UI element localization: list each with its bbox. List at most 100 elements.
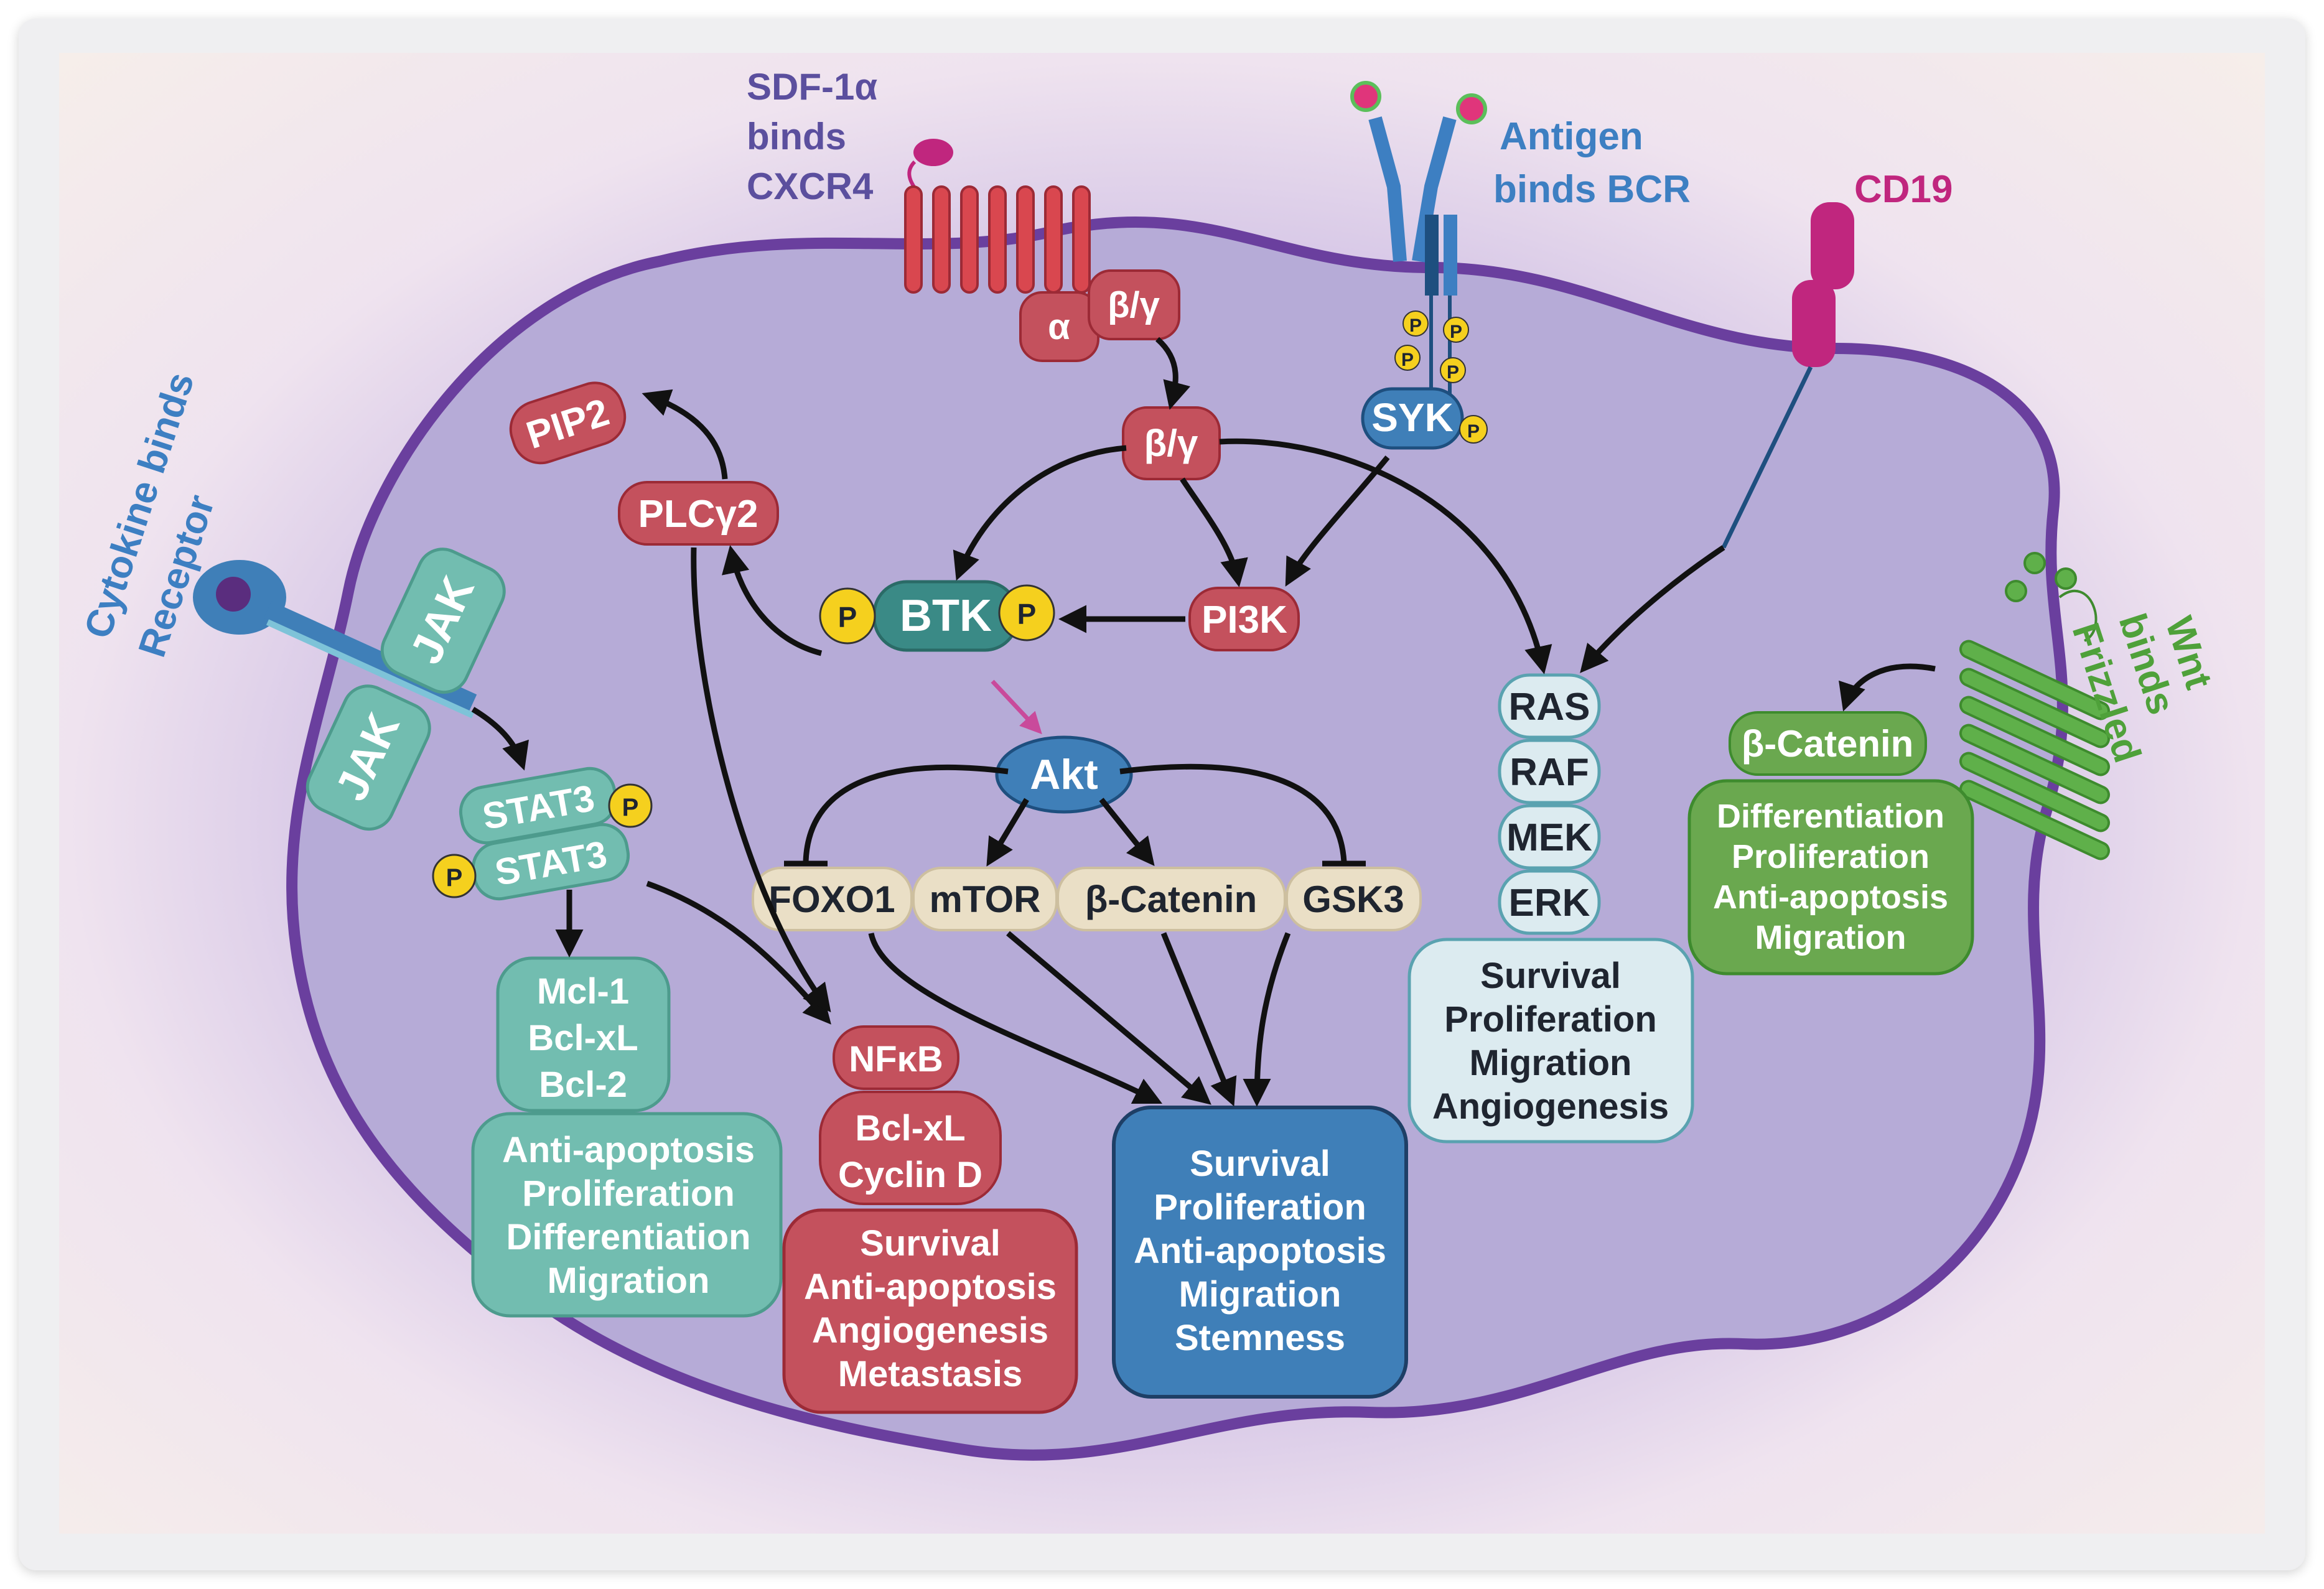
stat-effect-item: Anti-apoptosis [502, 1130, 755, 1170]
syk-label: SYK [1371, 395, 1454, 440]
akt-target-row: FOXO1 mTOR β-Catenin GSK3 [752, 867, 1422, 931]
inhibit-akt-foxo1 [803, 765, 1009, 862]
nfkb-effect-item: Anti-apoptosis [804, 1267, 1057, 1307]
cytokine-receptor-icon [193, 560, 477, 719]
akt-label: Akt [1030, 751, 1098, 798]
cxcr4-receptor-icon [904, 139, 1091, 294]
nfkb-effect-item: Survival [860, 1223, 1001, 1264]
wnt-effect-item: Differentiation [1717, 798, 1944, 835]
arrow-plcg2-to-pip2 [642, 389, 728, 480]
phospho-label: P [1467, 421, 1480, 442]
arrow-receptor-to-stat3 [471, 707, 529, 771]
g-alpha-subunit: α [1019, 291, 1099, 362]
nfkb-target-item: NFκB [849, 1039, 943, 1079]
akt-effect-item: Proliferation [1154, 1187, 1366, 1228]
ras-effect-item: Migration [1470, 1043, 1632, 1083]
plcg2-node: PLCγ2 [618, 481, 779, 546]
pi3k-node: PI3K [1188, 587, 1300, 651]
stat-target-item: Bcl-xL [528, 1018, 638, 1058]
ras-effects-box: Survival Proliferation Migration Angioge… [1407, 938, 1694, 1144]
wnt-b-catenin-node: β-Catenin [1729, 711, 1927, 776]
ras-effect-item: Proliferation [1444, 999, 1657, 1040]
g-beta-gamma-top: β/γ [1088, 269, 1180, 340]
sdf-label-line1: SDF-1α [747, 66, 877, 108]
jak-node-lower: JAK [306, 684, 431, 831]
arrow-akt-to-mtor [986, 798, 1029, 867]
phospho-label: P [1017, 598, 1037, 630]
cd19-receptor-icon [1721, 202, 1854, 549]
jak-node-upper: JAK [380, 548, 506, 694]
wnt-effect-item: Proliferation [1732, 838, 1930, 875]
akt-effect-item: Survival [1190, 1144, 1330, 1184]
phospho-label: P [838, 601, 857, 633]
wnt-b-catenin-label: β-Catenin [1742, 723, 1914, 765]
ras-effect-item: Angiogenesis [1432, 1086, 1669, 1127]
g-beta-gamma-top-label: β/γ [1108, 285, 1160, 325]
akt-effect-item: Stemness [1175, 1318, 1345, 1358]
arrow-btk-to-akt [991, 679, 1042, 735]
erk-label: ERK [1509, 882, 1590, 925]
stat-target-item: Bcl-2 [539, 1065, 627, 1105]
btk-node: BTK P P [819, 580, 1055, 652]
akt-effect-item: Anti-apoptosis [1134, 1231, 1386, 1271]
cd19-label: CD19 [1854, 168, 1953, 211]
arrow-plcg2-to-nfkb [691, 547, 831, 1013]
stat-effect-item: Differentiation [506, 1217, 750, 1257]
mek-label: MEK [1506, 816, 1592, 859]
ras-effect-item: Survival [1480, 956, 1621, 996]
antigen-label-line1: Antigen [1500, 115, 1643, 158]
nfkb-effect-item: Angiogenesis [812, 1310, 1048, 1351]
akt-node: Akt [995, 735, 1133, 814]
stat3-dimer: STAT3 STAT3 P P [432, 767, 653, 901]
ras-label: RAS [1509, 686, 1590, 729]
arrow-foxo1-to-box [868, 932, 1163, 1104]
antigen-label: Antigen binds BCR [1493, 115, 1691, 211]
wnt-effect-item: Anti-apoptosis [1713, 878, 1948, 916]
inhibit-akt-gsk3 [1119, 763, 1347, 862]
phospho-label: P [1450, 322, 1462, 342]
arrow-btk-to-plcg2 [722, 545, 823, 656]
beta-gamma-label: β/γ [1144, 422, 1198, 464]
gsk3-label: GSK3 [1302, 878, 1404, 920]
bcr-phospho-group: P P P P [1394, 310, 1469, 383]
btk-label: BTK [900, 591, 992, 641]
stat-effect-item: Proliferation [522, 1173, 735, 1214]
nfkb-target-item: Cyclin D [838, 1155, 982, 1195]
g-alpha-label: α [1048, 307, 1070, 347]
sdf-label-line3: CXCR4 [747, 165, 874, 207]
nfkb-target-item: Bcl-xL [855, 1108, 965, 1149]
phospho-label: P [446, 864, 463, 892]
plcg2-label: PLCγ2 [638, 493, 758, 536]
arrow-frizzled-to-bcat [1839, 663, 1936, 712]
arrow-bg-to-ras [1219, 438, 1552, 674]
sdf-label: SDF-1α binds CXCR4 [747, 66, 877, 207]
pip2-node: PIP2 [509, 381, 627, 465]
nfkb-targets-box: NFκB Bcl-xL Cyclin D [819, 1025, 1002, 1205]
nfkb-effect-item: Metastasis [838, 1354, 1023, 1394]
arrow-bg-to-pi3k [1180, 477, 1248, 587]
bcr-receptor-icon [1350, 81, 1487, 398]
pi3k-label: PI3K [1202, 599, 1287, 641]
antigen-label-line2: binds BCR [1493, 168, 1691, 211]
wnt-label: Wnt binds Frizzled [2064, 608, 2221, 768]
stat-effect-item: Migration [548, 1260, 710, 1301]
stat-target-item: Mcl-1 [537, 971, 629, 1012]
akt-effect-item: Migration [1179, 1274, 1342, 1315]
wnt-effects-box: Differentiation Proliferation Anti-apopt… [1687, 779, 1974, 976]
phospho-label: P [1409, 315, 1422, 336]
wnt-effect-item: Migration [1755, 919, 1906, 956]
phospho-label: P [1447, 362, 1459, 383]
raf-label: RAF [1510, 751, 1589, 794]
phospho-label: P [1401, 350, 1414, 370]
arrows [471, 337, 1936, 1107]
b-catenin-label: β-Catenin [1085, 878, 1258, 920]
nfkb-effects-box: Survival Anti-apoptosis Angiogenesis Met… [782, 1208, 1078, 1414]
ras-cascade: RAS RAF MEK ERK [1498, 673, 1601, 935]
arrow-akt-to-bcat [1099, 798, 1155, 867]
arrow-mtor-to-box [1006, 931, 1211, 1105]
arrow-cd19-to-ras [1580, 545, 1725, 673]
akt-effects-box: Survival Proliferation Anti-apoptosis Mi… [1112, 1106, 1408, 1399]
arrow-gsk3-to-box [1243, 932, 1291, 1107]
arrow-bg-top-to-bg [1155, 337, 1191, 410]
